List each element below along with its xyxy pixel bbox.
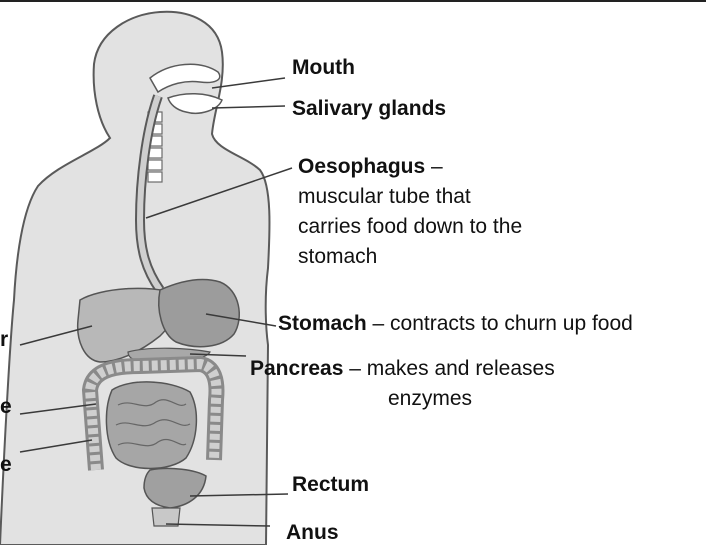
label-oesophagus-dash: – [425,155,443,178]
cut-label-2: e [0,394,12,420]
label-pancreas-name: Pancreas [250,357,343,380]
label-oesophagus-name: Oesophagus [298,155,425,178]
leader-mouth [212,78,285,88]
oesophagus-desc-line-3: stomach [298,242,377,271]
oesophagus-desc-line-1: muscular tube that [298,182,471,211]
label-rectum: Rectum [292,472,369,498]
label-mouth: Mouth [292,55,355,81]
label-stomach-desc: – contracts to churn up food [367,312,633,335]
label-oesophagus: Oesophagus – [298,154,443,180]
leader-salivary [212,106,285,108]
label-stomach: Stomach – contracts to churn up food [278,311,633,337]
label-pancreas-desc: – makes and releases [343,357,554,380]
stomach [159,280,239,347]
cut-label-3: e [0,452,12,478]
oesophagus-desc-line-2: carries food down to the [298,212,522,241]
label-pancreas: Pancreas – makes and releases [250,356,555,382]
label-stomach-name: Stomach [278,312,367,335]
cut-label-1: r [0,327,8,353]
pancreas-desc-line-2: enzymes [388,384,472,413]
label-anus: Anus [286,520,339,546]
label-salivary-glands: Salivary glands [292,96,446,122]
